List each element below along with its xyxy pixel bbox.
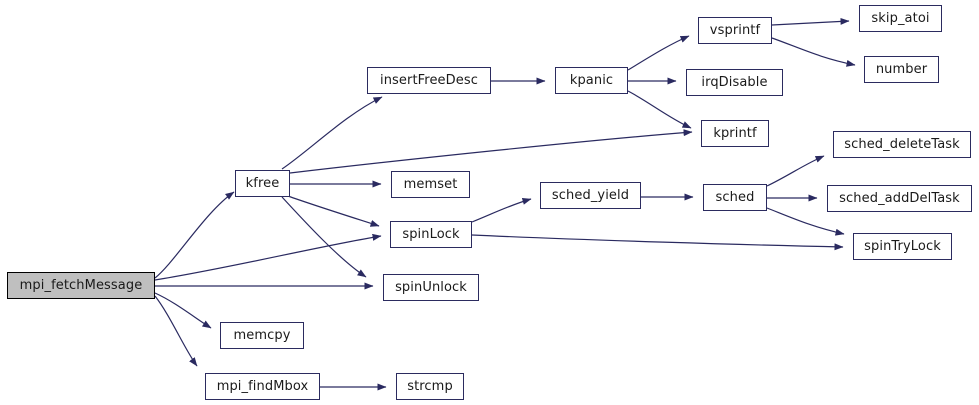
- node-label: sched_addDelTask: [839, 191, 960, 206]
- node-memset[interactable]: memset: [391, 171, 470, 198]
- node-sched_yield[interactable]: sched_yield: [540, 182, 641, 209]
- node-label: skip_atoi: [871, 11, 930, 26]
- node-mpi_fetchMessage: mpi_fetchMessage: [7, 272, 155, 299]
- node-label: sched: [715, 190, 755, 205]
- node-sched[interactable]: sched: [703, 184, 767, 211]
- node-label: sched_deleteTask: [844, 137, 960, 152]
- node-label: vsprintf: [709, 23, 761, 38]
- node-vsprintf[interactable]: vsprintf: [698, 17, 772, 44]
- node-irqDisable[interactable]: irqDisable: [686, 69, 783, 96]
- node-insertFreeDesc[interactable]: insertFreeDesc: [367, 67, 491, 94]
- edge-kfree-to-spinLock: [287, 195, 380, 227]
- edge-kfree-to-kprintf: [289, 129, 693, 174]
- node-label: irqDisable: [701, 75, 768, 90]
- node-label: spinUnlock: [395, 280, 467, 295]
- edge-mpi_fetchMessage-to-kfree: [154, 191, 235, 279]
- edge-spinLock-to-spinTryLock: [471, 234, 844, 251]
- edge-kpanic-to-vsprintf: [627, 35, 690, 71]
- node-skip_atoi[interactable]: skip_atoi: [859, 5, 942, 32]
- edge-kfree-to-insertFreeDesc: [281, 96, 383, 170]
- edge-kpanic-to-kprintf: [627, 90, 692, 129]
- node-kprintf[interactable]: kprintf: [701, 120, 769, 147]
- node-label: spinTryLock: [864, 239, 941, 254]
- edge-kfree-to-spinUnlock: [281, 196, 367, 278]
- node-spinUnlock[interactable]: spinUnlock: [383, 274, 479, 301]
- edge-mpi_fetchMessage-to-spinLock: [154, 233, 382, 281]
- edge-vsprintf-to-skip_atoi: [771, 17, 850, 26]
- node-sched_deleteTask[interactable]: sched_deleteTask: [833, 131, 971, 158]
- edge-sched-to-sched_deleteTask: [766, 155, 825, 187]
- node-label: insertFreeDesc: [380, 73, 478, 88]
- node-label: kfree: [245, 176, 280, 191]
- node-kfree[interactable]: kfree: [235, 170, 290, 197]
- node-spinLock[interactable]: spinLock: [390, 221, 472, 248]
- node-label: spinLock: [402, 227, 460, 242]
- node-label: mpi_findMbox: [216, 379, 309, 394]
- node-number[interactable]: number: [864, 56, 939, 83]
- node-label: memset: [403, 177, 458, 192]
- node-kpanic[interactable]: kpanic: [555, 67, 628, 94]
- node-memcpy[interactable]: memcpy: [220, 322, 304, 349]
- node-label: mpi_fetchMessage: [19, 278, 143, 293]
- edge-vsprintf-to-number: [771, 37, 856, 67]
- node-sched_addDelTask[interactable]: sched_addDelTask: [827, 185, 972, 212]
- node-label: memcpy: [233, 328, 291, 343]
- node-strcmp[interactable]: strcmp: [396, 373, 464, 400]
- node-mpi_findMbox[interactable]: mpi_findMbox: [205, 373, 320, 400]
- node-label: kpanic: [569, 73, 614, 88]
- node-label: kprintf: [713, 126, 757, 141]
- node-label: strcmp: [407, 379, 453, 394]
- node-label: sched_yield: [551, 188, 630, 203]
- node-label: number: [875, 62, 928, 77]
- node-spinTryLock[interactable]: spinTryLock: [853, 233, 952, 260]
- edge-mpi_fetchMessage-to-mpi_findMbox: [154, 295, 198, 367]
- edge-spinLock-to-sched_yield: [471, 197, 532, 223]
- edge-mpi_fetchMessage-to-memcpy: [154, 292, 212, 329]
